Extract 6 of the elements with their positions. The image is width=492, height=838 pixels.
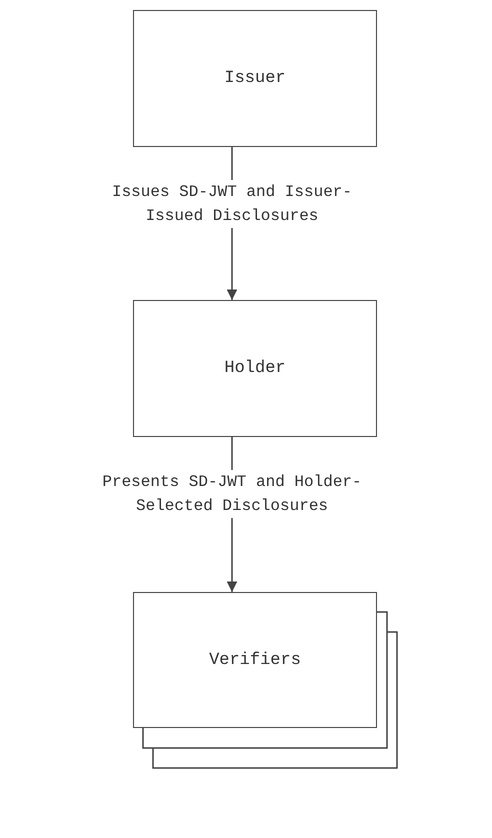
box-label: Issuer — [224, 69, 286, 88]
box-label: Holder — [224, 359, 286, 378]
actor-box — [133, 10, 377, 147]
actor-box — [133, 592, 377, 728]
actor-box — [133, 300, 377, 437]
box-label: Verifiers — [209, 650, 301, 670]
